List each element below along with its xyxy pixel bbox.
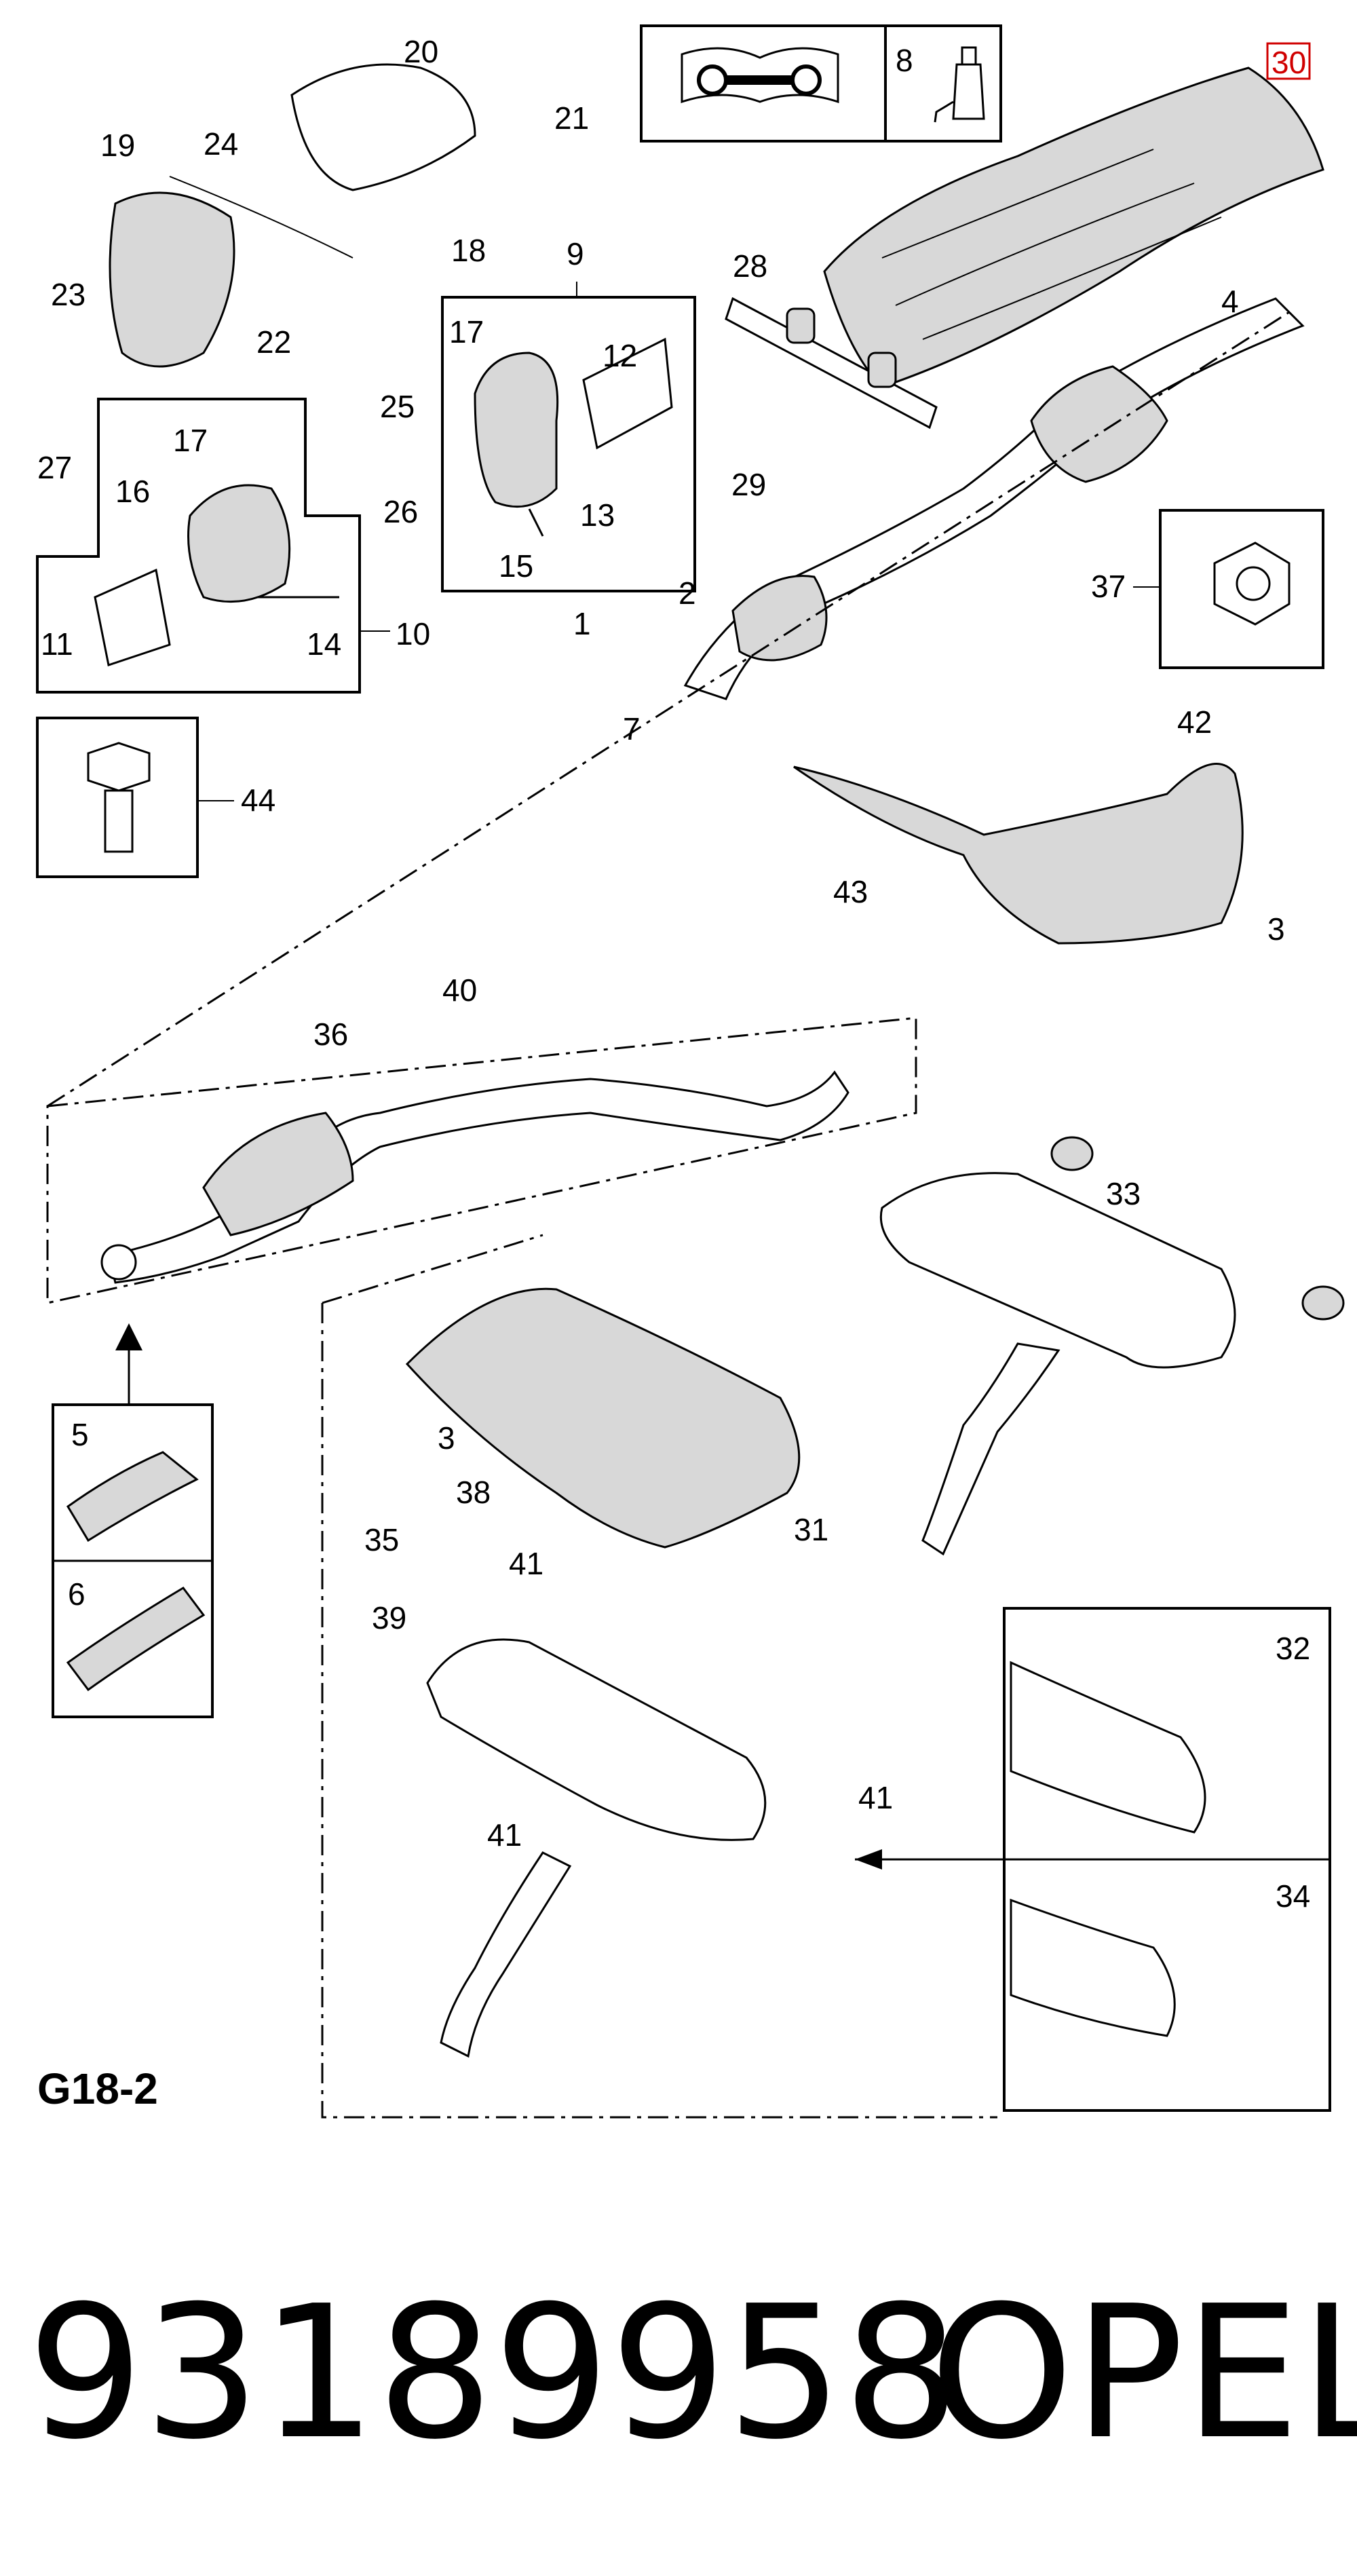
callout-8: 8 [896,43,913,78]
callout-41b: 41 [858,1780,893,1815]
callout-34: 34 [1276,1878,1310,1914]
callout-18: 18 [451,233,486,268]
callout-27: 27 [37,450,72,485]
callout-28: 28 [733,248,767,284]
callout-42: 42 [1177,704,1212,740]
callout-6: 6 [68,1576,85,1612]
callout-13: 13 [580,497,615,533]
callout-16: 16 [115,474,150,509]
clamp-pipe-6 [66,1587,206,1692]
callout-5: 5 [71,1417,89,1452]
center-section-outline [46,1017,917,1304]
variant-34 [1010,1898,1176,2037]
callout-9: 9 [567,236,584,271]
callout-22: 22 [256,324,291,360]
manual-icon-box [640,24,887,143]
sealant-tube-icon [952,63,985,120]
rear-muffler-lower [426,1638,767,2058]
callout-29: 29 [731,467,766,502]
callout-10: 10 [396,616,430,651]
callout-32: 32 [1276,1631,1310,1666]
leader-lines [197,282,1160,801]
manifold-converter [94,484,339,666]
variant-32 [1010,1661,1206,1834]
front-pipe [683,297,1305,700]
callout-3b: 3 [438,1420,455,1456]
callout-30-highlight: 30 [1266,42,1311,80]
callout-39: 39 [372,1600,406,1635]
repair-manual-icon [681,47,839,104]
front-section-link [47,311,1290,1107]
callout-19: 19 [100,128,135,163]
callout-11: 11 [41,626,73,662]
rear-section-outline [321,1234,997,2119]
callout-43: 43 [833,874,868,909]
callout-23: 23 [51,277,85,312]
callout-7: 7 [623,711,641,746]
callout-2: 2 [678,575,696,611]
exhaust-manifold [109,63,476,368]
rear-muffler-33 [879,1136,1345,1556]
callout-21: 21 [554,100,589,136]
callout-24: 24 [204,126,238,162]
callout-35: 35 [364,1522,399,1557]
callout-17b: 17 [449,314,484,349]
callout-44: 44 [241,782,275,818]
callout-37: 37 [1091,569,1126,604]
catalytic-converter-kit [474,337,673,537]
callout-4: 4 [1221,284,1239,319]
callout-38: 38 [456,1475,491,1510]
callout-41a: 41 [509,1546,543,1581]
center-pipe [100,1070,849,1284]
callout-1: 1 [573,606,591,641]
callout-3a: 3 [1267,911,1285,947]
callout-17a: 17 [173,423,208,458]
callout-30: 30 [1272,45,1306,80]
sealant-box [884,24,1002,143]
hanger-bracket [725,297,938,430]
brand-name: OPEL [930,2266,1357,2480]
callout-15: 15 [499,548,533,584]
heat-shield-front [823,67,1324,388]
callout-26: 26 [383,494,418,529]
callout-41c: 41 [487,1817,522,1853]
callout-25: 25 [380,389,415,424]
callout-40: 40 [442,972,477,1008]
part-number: 93189958 [27,2266,959,2480]
callout-12: 12 [603,338,637,373]
callout-labels: 1 2 3 3 4 5 6 7 8 9 10 11 12 13 14 15 16… [37,34,1311,1914]
callout-31: 31 [794,1512,828,1547]
callout-36: 36 [313,1017,348,1052]
callout-14: 14 [307,626,341,662]
callout-33: 33 [1106,1176,1141,1211]
heat-shield-rear [405,1287,801,1549]
callout-20: 20 [404,34,438,69]
diagram-code: G18-2 [37,2064,158,2113]
clamp-pipe-5 [66,1451,199,1542]
flange-bolt-icon [87,742,151,853]
heat-shield-center [793,763,1244,945]
